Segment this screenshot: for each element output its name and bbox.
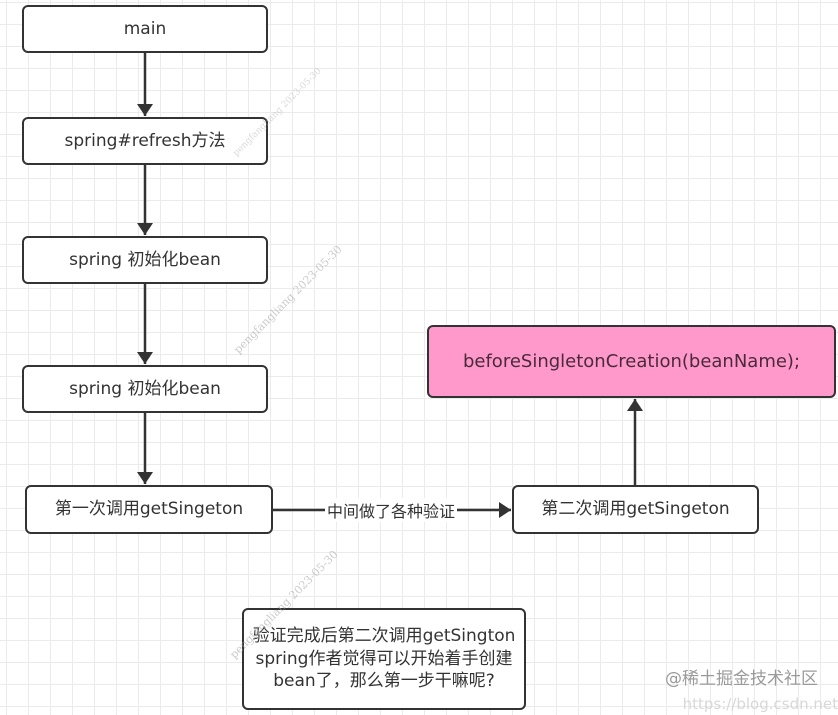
- node-spring-init-bean-2: spring 初始化bean: [22, 365, 268, 413]
- node-second-get-singleton-label: 第二次调用getSingeton: [541, 499, 730, 520]
- node-spring-init-bean-1: spring 初始化bean: [22, 236, 268, 284]
- node-before-singleton-creation: beforeSingletonCreation(beanName);: [427, 325, 836, 398]
- node-spring-refresh-label: spring#refresh方法: [64, 130, 226, 151]
- site-url-watermark: https://blog.csdn.net: [682, 695, 838, 713]
- node-main-label: main: [123, 18, 167, 39]
- note-line-3: bean了，那么第一步干嘛呢?: [273, 671, 495, 692]
- note-box: 验证完成后第二次调用getSington spring作者觉得可以开始着手创建 …: [242, 608, 526, 710]
- edge-label-validation: 中间做了各种验证: [324, 498, 458, 522]
- node-spring-init-bean-1-label: spring 初始化bean: [69, 249, 221, 270]
- node-first-get-singleton-label: 第一次调用getSingeton: [54, 499, 244, 520]
- author-watermark-1: pengfangliang 2023-05-30: [231, 66, 324, 159]
- node-before-singleton-creation-label: beforeSingletonCreation(beanName);: [462, 350, 801, 372]
- note-line-2: spring作者觉得可以开始着手创建: [255, 648, 513, 669]
- node-spring-refresh: spring#refresh方法: [22, 117, 268, 165]
- node-first-get-singleton: 第一次调用getSingeton: [25, 485, 273, 534]
- note-line-1: 验证完成后第二次调用getSington: [252, 625, 516, 646]
- node-main: main: [22, 5, 268, 53]
- node-second-get-singleton: 第二次调用getSingeton: [512, 485, 759, 534]
- site-watermark: @稀土掘金技术社区: [665, 669, 818, 689]
- node-spring-init-bean-2-label: spring 初始化bean: [69, 378, 221, 399]
